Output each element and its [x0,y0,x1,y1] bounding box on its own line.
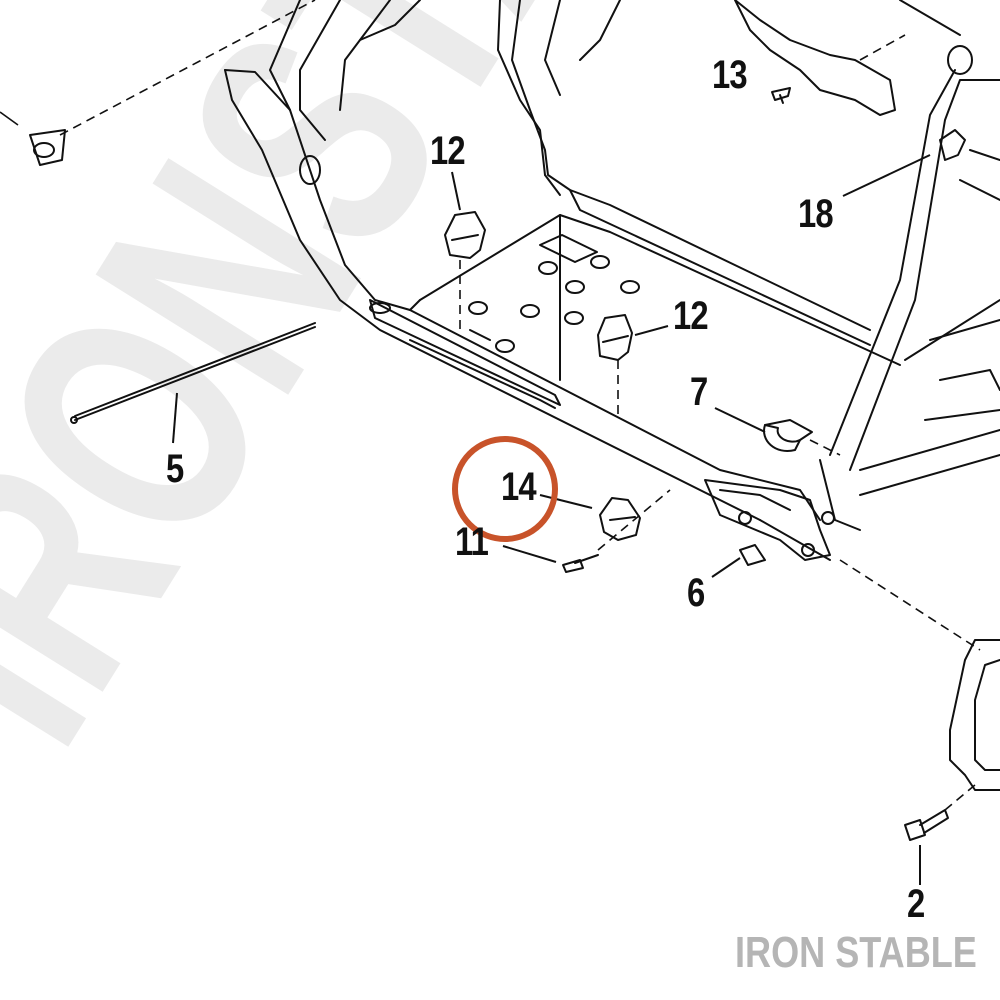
bumper-part-6 [739,544,766,566]
clip-part-12a [444,211,486,259]
callout-11: 11 [455,520,489,564]
callout-13: 13 [712,53,748,97]
bolt-part-2 [904,809,949,841]
callout-14: 14 [501,465,537,509]
clip-part-18 [939,129,966,161]
clip-part-14 [599,497,641,541]
callout-6: 6 [687,571,705,615]
connector-lines [0,0,981,811]
callout-12-lower: 12 [673,294,709,338]
callout-12-upper: 12 [430,129,466,173]
screw-part-13 [771,87,791,104]
callout-18: 18 [798,192,834,236]
rod-part-5 [70,322,316,424]
callout-7: 7 [690,370,708,414]
screw-part-11 [562,554,599,573]
highlight-circle [452,436,558,542]
frame-outline [224,0,1000,791]
clamp-part-7 [763,419,813,452]
leader-lines [172,154,931,885]
frame-holes [299,45,973,557]
callout-2: 2 [907,882,925,926]
clip-part-12b [597,314,633,361]
grommet-part [29,129,66,166]
callout-5: 5 [166,447,184,491]
brand-mark: IRON STABLE [735,928,977,977]
